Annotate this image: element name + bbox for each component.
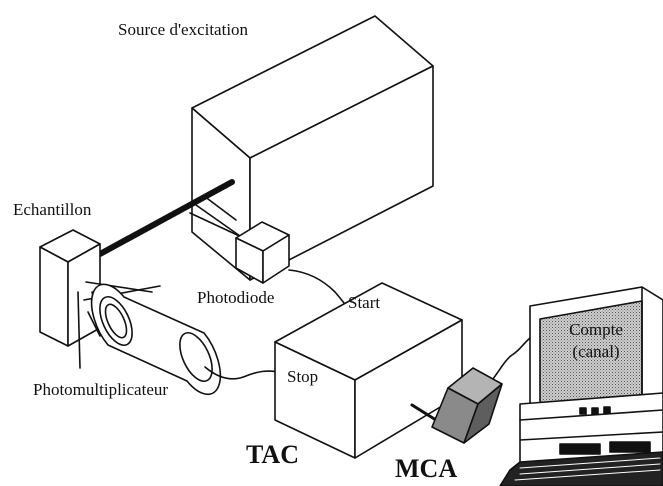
- computer: [499, 286, 663, 486]
- label-source: Source d'excitation: [118, 20, 249, 39]
- label-photomultiplier: Photomultiplicateur: [33, 380, 169, 399]
- stop-cable: [204, 366, 281, 380]
- label-mca: MCA: [395, 454, 458, 483]
- label-start: Start: [348, 293, 381, 312]
- laser-beam: [97, 179, 235, 257]
- screen-label-line1: Compte: [569, 320, 623, 339]
- excitation-source-box: [191, 15, 434, 281]
- photodiode-cube: [235, 221, 290, 284]
- label-sample: Echantillon: [13, 200, 92, 219]
- label-stop: Stop: [287, 367, 319, 386]
- screen-label-line2: (canal): [572, 342, 620, 361]
- photodiode-branch: [189, 195, 249, 241]
- tac-mca-connector: [410, 403, 438, 422]
- tac-box: [274, 282, 463, 459]
- mca-computer-cable: [489, 337, 531, 384]
- mca-cube: [431, 367, 503, 444]
- label-tac: TAC: [246, 440, 299, 469]
- label-photodiode: Photodiode: [197, 288, 275, 307]
- photomultiplier-tube: [90, 283, 222, 396]
- sample-cuvette: [39, 229, 161, 369]
